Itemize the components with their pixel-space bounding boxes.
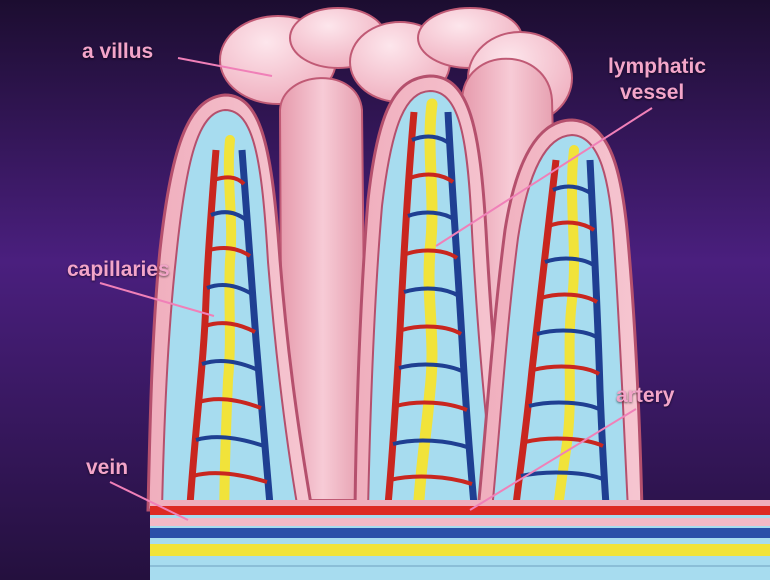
label-capillaries: capillaries	[67, 258, 170, 282]
label-artery: artery	[616, 384, 674, 408]
label-vessel: vessel	[620, 81, 684, 105]
label-vein: vein	[86, 456, 128, 480]
label-a-villus: a villus	[82, 40, 153, 64]
label-lymphatic: lymphatic	[608, 55, 706, 79]
base-tissue	[150, 500, 770, 580]
